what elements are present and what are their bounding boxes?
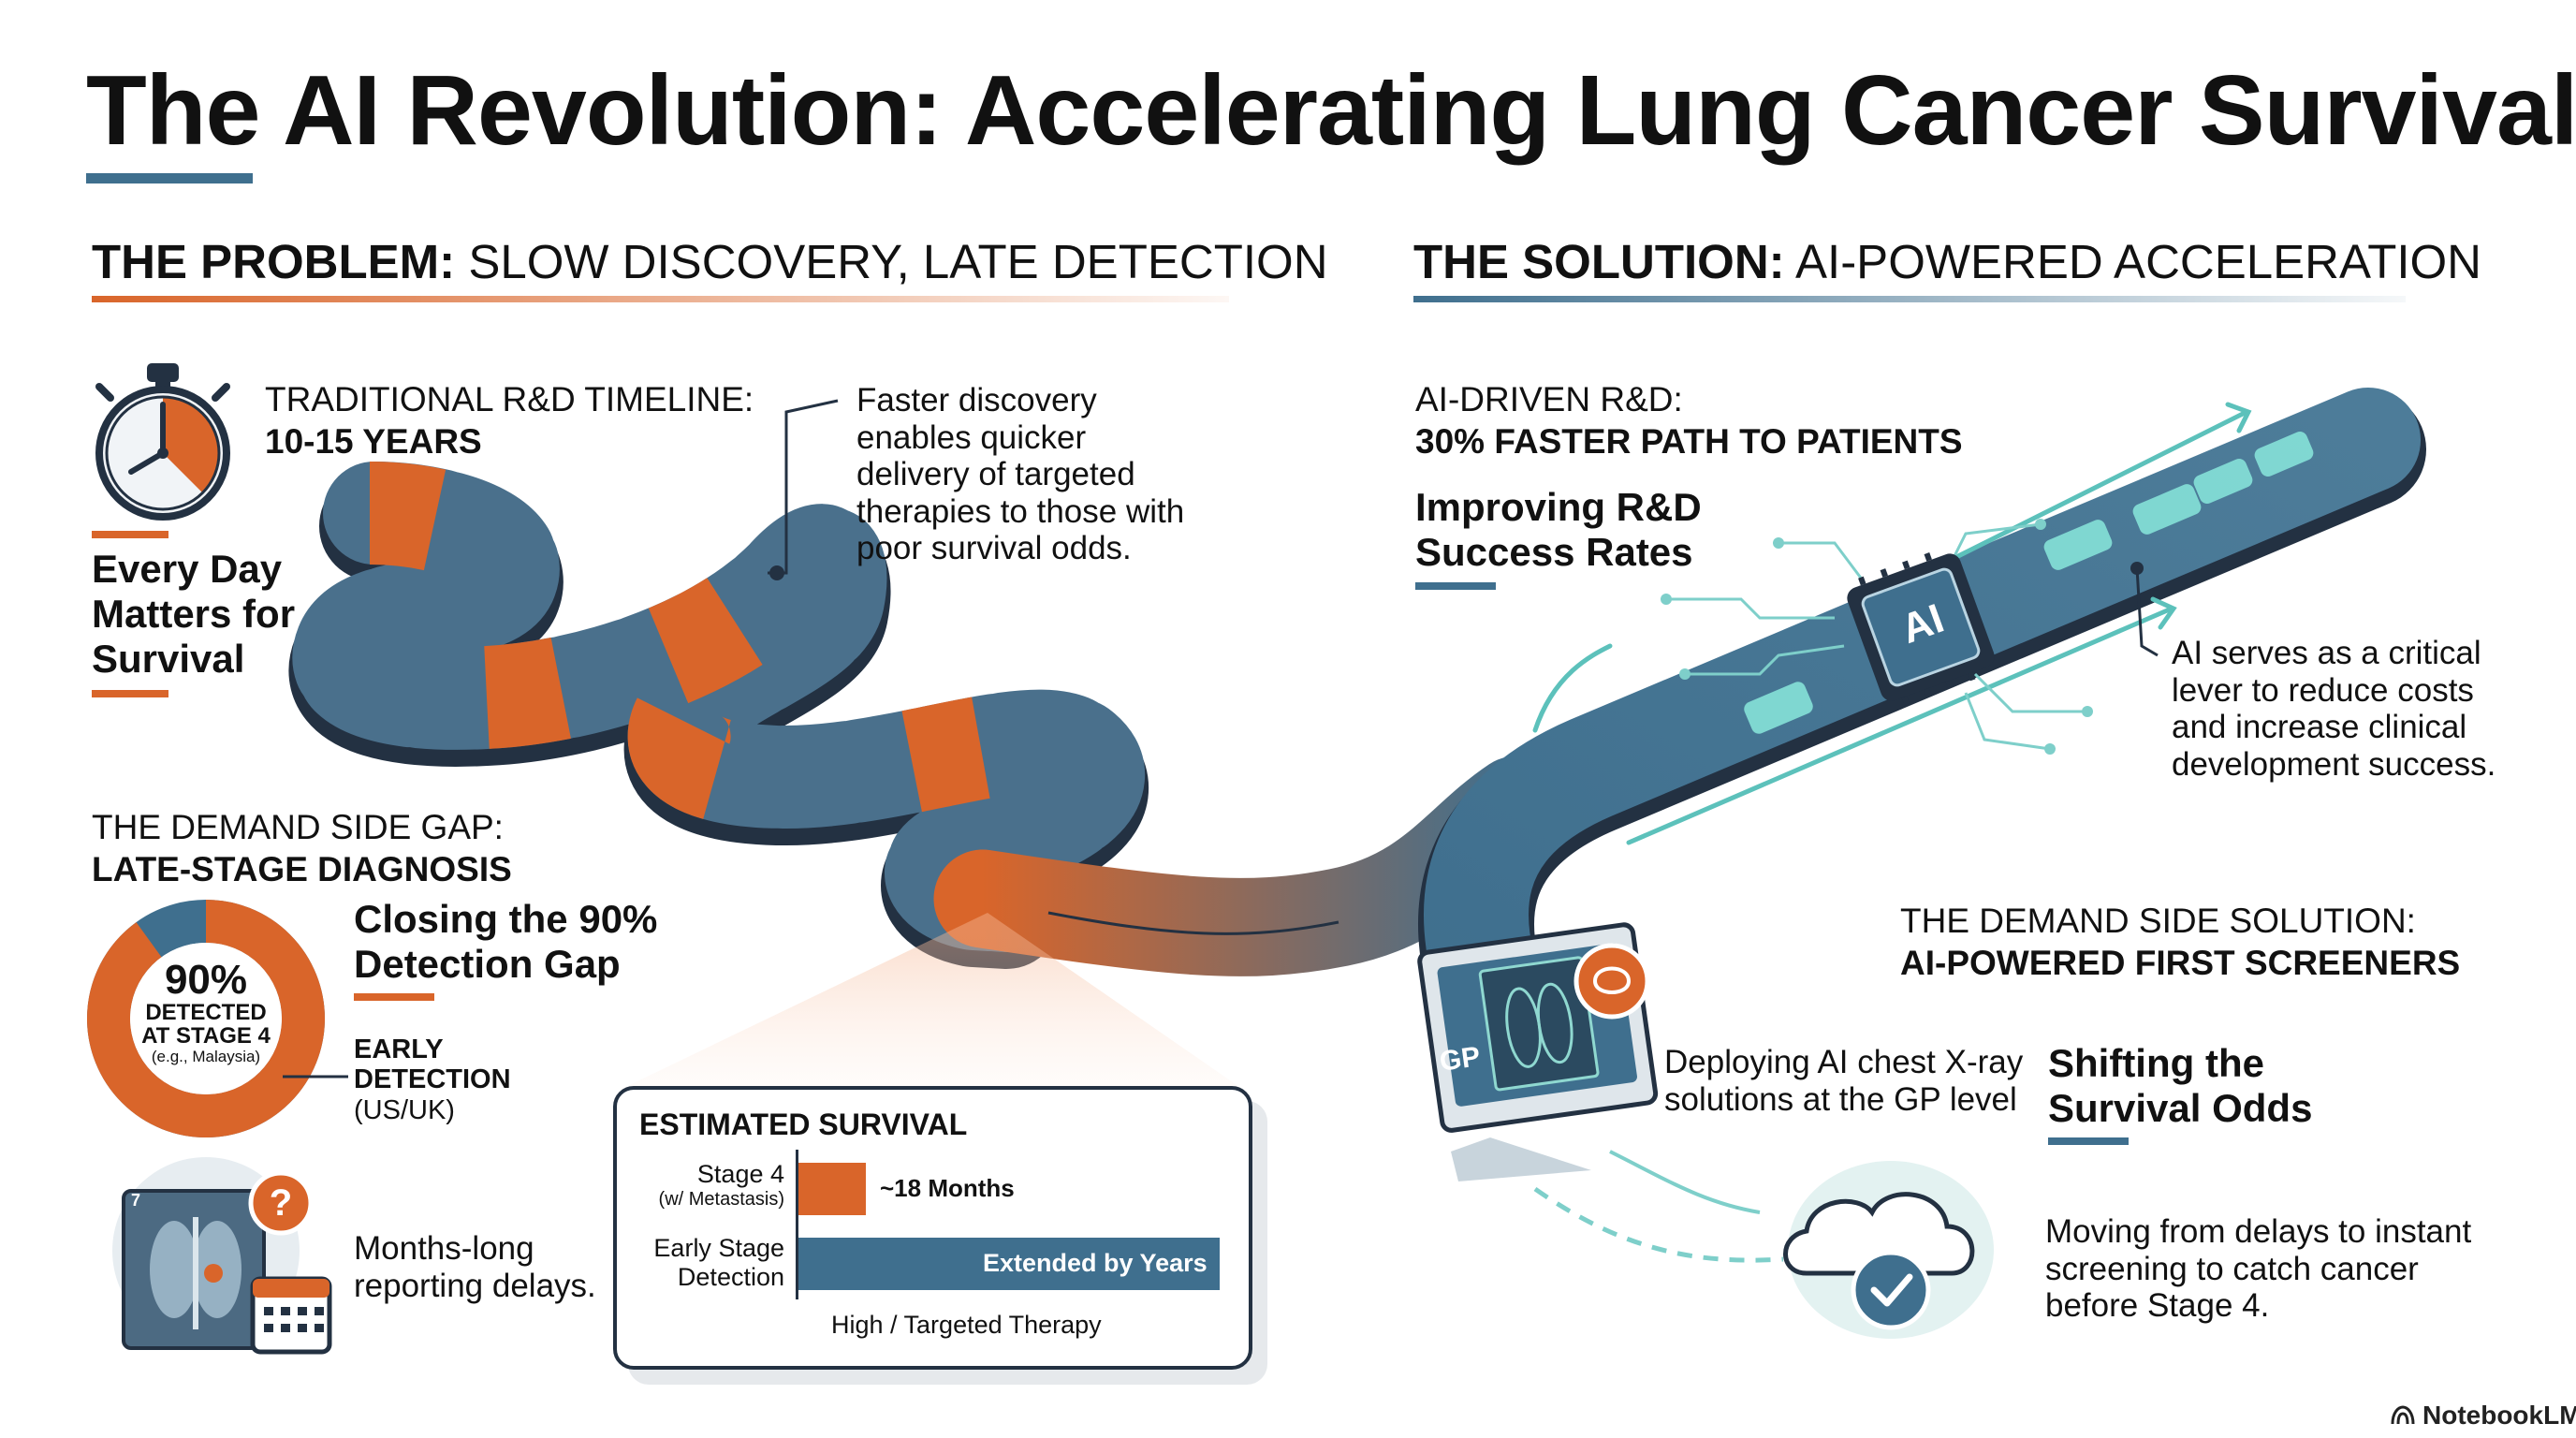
title-underline	[86, 173, 253, 183]
cloud-check-icon	[1783, 1161, 1994, 1339]
problem-heading: THE PROBLEM: SLOW DISCOVERY, LATE DETECT…	[92, 235, 1328, 288]
solution-heading-rule	[1413, 296, 2406, 302]
stopwatch-icon	[95, 363, 230, 521]
gp-label: GP	[1437, 1041, 1483, 1078]
demand-solution-label: THE DEMAND SIDE SOLUTION:	[1900, 902, 2416, 940]
demand-gap-value: LATE-STAGE DIAGNOSIS	[92, 850, 512, 888]
accent-rule	[2048, 1137, 2129, 1145]
estimated-survival-card	[613, 1086, 1252, 1370]
solution-heading: THE SOLUTION: AI-POWERED ACCELERATION	[1413, 235, 2482, 288]
gp-monitor-icon	[1417, 922, 1659, 1181]
accent-rule	[92, 690, 168, 697]
svg-text:?: ?	[270, 1182, 292, 1224]
page-title: The AI Revolution: Accelerating Lung Can…	[86, 55, 2576, 166]
row1-value: ~18 Months	[880, 1174, 1015, 1202]
closing-gap-heading: Closing the 90%Detection Gap	[354, 897, 658, 986]
accent-rule	[1415, 582, 1496, 590]
ai-rd-value: 30% FASTER PATH TO PATIENTS	[1415, 422, 1963, 461]
survival-footnote: High / Targeted Therapy	[831, 1311, 1102, 1339]
footer-label: NotebookLM	[2422, 1401, 2576, 1430]
xray-marker: 7	[131, 1191, 141, 1210]
detection-donut-chart	[87, 900, 325, 1137]
survival-bar-early	[798, 1238, 1220, 1290]
demand-gap-label: THE DEMAND SIDE GAP:	[92, 808, 504, 846]
accent-rule	[354, 993, 434, 1001]
problem-heading-rule	[92, 296, 1229, 302]
early-detection-region: (US/UK)	[354, 1095, 455, 1125]
survival-title: ESTIMATED SURVIVAL	[639, 1108, 968, 1141]
rd-timeline-label: TRADITIONAL R&D TIMELINE:	[265, 380, 754, 418]
accent-rule	[92, 531, 168, 538]
donut-label: 90% DETECTED AT STAGE 4 (e.g., Malaysia)	[141, 957, 271, 1066]
survival-bar-stage4	[798, 1163, 866, 1215]
ai-rd-label: AI-DRIVEN R&D:	[1415, 380, 1683, 418]
chest-xray-icon: ?	[112, 1157, 332, 1355]
ai-chip-icon	[1847, 552, 1995, 706]
survival-axis	[796, 1150, 798, 1299]
rd-timeline-value: 10-15 YEARS	[265, 422, 482, 461]
row1-label: Stage 4 (w/ Metastasis)	[658, 1160, 784, 1210]
notebooklm-logo: NotebookLM	[2391, 1401, 2576, 1431]
row2-value: Extended by Years	[983, 1249, 1208, 1277]
notebooklm-icon	[2391, 1405, 2415, 1425]
demand-solution-value: AI-POWERED FIRST SCREENERS	[1900, 944, 2461, 982]
winding-road	[288, 462, 1566, 976]
